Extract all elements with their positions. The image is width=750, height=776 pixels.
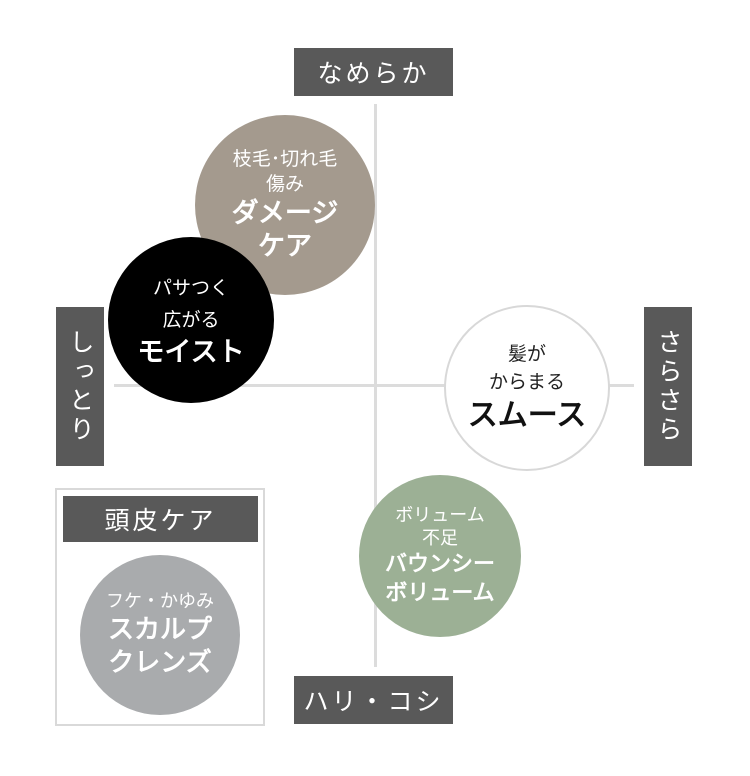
smooth-sub-2: からまる: [488, 371, 565, 393]
damage-care-circle: 枝毛･切れ毛 傷み ダメージ ケア: [195, 115, 375, 295]
moist-title: モイスト: [137, 336, 245, 368]
scalp-sub-1: フケ・かゆみ: [106, 591, 214, 612]
scalp-care-label: 頭皮ケア: [63, 496, 258, 542]
scalp-cleanse-circle: フケ・かゆみ スカルプ クレンズ: [80, 555, 240, 715]
smooth-sub-1: 髪が: [507, 343, 546, 365]
damage-title-1: ダメージ: [231, 198, 339, 229]
moist-sub-2: 広がる: [162, 308, 220, 331]
damage-sub-1: 枝毛･切れ毛: [232, 148, 338, 170]
axis-label-top: なめらか: [294, 48, 453, 96]
moist-sub-1: パサつく: [152, 276, 229, 299]
scalp-title-2: クレンズ: [108, 648, 212, 678]
axis-label-bottom: ハリ・コシ: [294, 676, 453, 724]
smooth-circle: 髪が からまる スムース: [444, 305, 610, 471]
volume-title-1: バウンシー: [384, 552, 495, 577]
axis-label-right: さらさら: [644, 307, 692, 466]
axis-label-left: しっとり: [56, 307, 104, 466]
bouncy-volume-circle: ボリューム 不足 バウンシー ボリューム: [359, 475, 521, 637]
smooth-title: スムース: [467, 398, 587, 433]
scalp-care-box: [55, 488, 265, 726]
moist-circle: パサつく 広がる モイスト: [108, 237, 274, 403]
horizontal-axis: [114, 384, 634, 387]
volume-title-2: ボリューム: [385, 581, 495, 606]
scalp-title-1: スカルプ: [107, 615, 212, 645]
volume-sub-1: ボリューム: [395, 505, 485, 526]
volume-sub-2: 不足: [422, 528, 458, 549]
damage-title-2: ケア: [258, 231, 312, 262]
damage-sub-2: 傷み: [265, 173, 304, 195]
